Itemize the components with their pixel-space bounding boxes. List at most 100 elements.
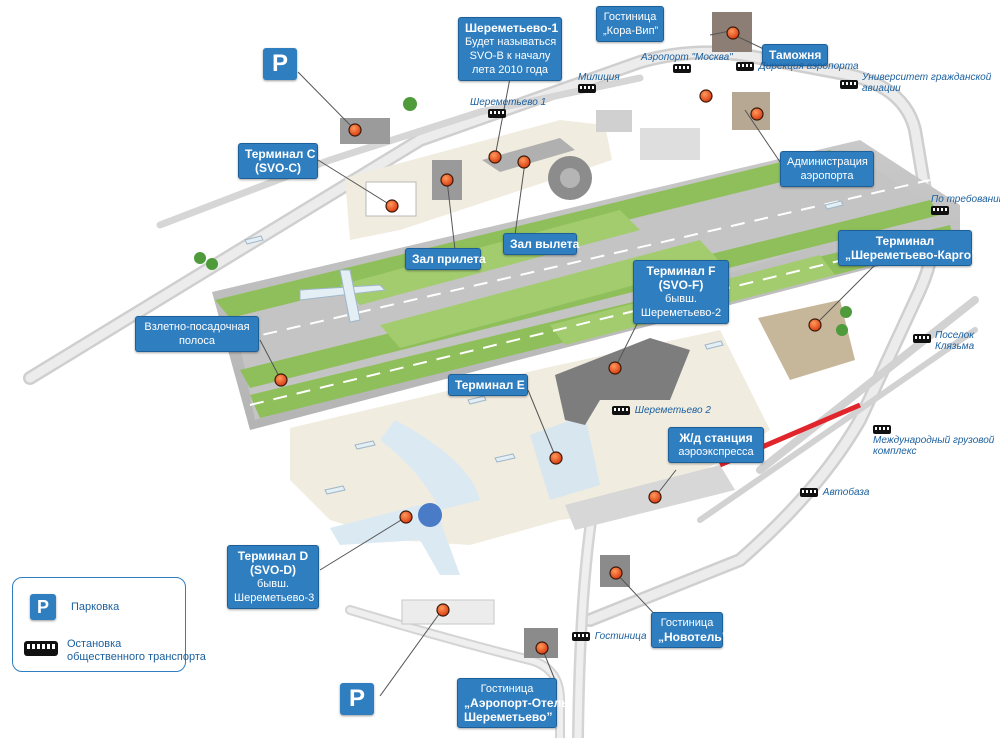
bus-stop-sheremetyevo2[interactable]: Шереметьево 2 <box>612 405 711 416</box>
bus-stop-cargo-complex[interactable]: Международный грузовой комплекс <box>873 424 994 457</box>
bus-stop-autobase[interactable]: Автобаза <box>800 487 869 498</box>
callout-terminal-d-line4: Шереметьево-3 <box>234 592 315 604</box>
callout-sheremetyevo1[interactable]: Шереметьево-1 Будет называться SVO-B к н… <box>458 17 562 81</box>
parking-garage-north <box>340 118 390 144</box>
callout-sheremetyevo1-line4: лета 2010 года <box>472 64 548 76</box>
bus-stop-airport-directorate-label: Дирекция аэропорта <box>758 61 859 72</box>
callout-arrival-hall-title: Зал прилета <box>412 252 486 266</box>
cargo-terminal-building <box>758 300 855 380</box>
location-marker-icon[interactable] <box>348 123 362 137</box>
callout-arrival-hall[interactable]: Зал прилета <box>405 248 486 270</box>
bus-stop-on-request[interactable]: По требованию <box>931 194 1000 216</box>
bus-stop-sheremetyevo1-label: Шереметьево 1 <box>470 97 547 108</box>
location-marker-icon[interactable] <box>440 173 454 187</box>
terminal-f-building <box>555 338 690 425</box>
tree-icon <box>194 97 852 336</box>
bus-icon <box>612 405 630 415</box>
callout-administration-line1: Администрация <box>787 156 868 168</box>
bus-stop-cargo-complex-label1: Международный грузовой <box>873 435 995 446</box>
callout-railway-station-line1: Ж/д станция <box>679 431 753 445</box>
callout-runway[interactable]: Взлетно-посадочная полоса <box>135 316 259 352</box>
bus-stop-airport-moskva[interactable]: Аэропорт "Москва" <box>641 52 733 74</box>
callout-cargo-terminal-line1: Терминал <box>875 234 935 248</box>
location-markers <box>274 26 822 655</box>
bus-stop-on-request-label: По требованию <box>931 194 1000 205</box>
bus-stop-university-label1: Университет гражданской <box>862 72 992 83</box>
terminal-d-building <box>418 503 442 527</box>
bus-stop-university-label2: авиации <box>862 83 901 94</box>
callout-terminal-c-line2: (SVO-C) <box>255 161 301 175</box>
bus-stop-university[interactable]: Университет гражданской авиации <box>840 72 991 94</box>
callout-cargo-terminal[interactable]: Терминал „Шереметьево-Карго” <box>838 230 978 266</box>
bus-icon <box>931 205 949 215</box>
location-marker-icon[interactable] <box>436 603 450 617</box>
callout-novotel-line1: Гостиница <box>660 617 714 629</box>
legend-bus-label-line2: общественного транспорта <box>67 651 206 663</box>
callout-terminal-e[interactable]: Терминал Е <box>448 374 528 396</box>
callout-runway-line1: Взлетно-посадочная <box>144 321 250 333</box>
callout-terminal-f[interactable]: Терминал F (SVO-F) бывш. Шереметьево-2 <box>633 260 729 324</box>
callout-departure-hall[interactable]: Зал вылета <box>503 233 579 255</box>
parking-sign-icon: P <box>340 683 374 715</box>
location-marker-icon[interactable] <box>488 150 502 164</box>
callout-terminal-c[interactable]: Терминал С (SVO-C) <box>238 143 318 179</box>
callout-novotel-line2: „Новотель” <box>658 630 728 644</box>
location-marker-icon[interactable] <box>808 318 822 332</box>
callout-terminal-f-line2: (SVO-F) <box>658 278 704 292</box>
callout-terminal-f-line1: Терминал F <box>646 264 716 278</box>
callout-terminal-d[interactable]: Терминал D (SVO-D) бывш. Шереметьево-3 <box>227 545 319 609</box>
callout-terminal-d-line2: (SVO-D) <box>250 563 296 577</box>
bus-icon <box>800 487 818 497</box>
callout-kora-vip[interactable]: Гостиница „Кора-Вип” <box>596 6 664 42</box>
location-marker-icon[interactable] <box>549 451 563 465</box>
bus-stop-cargo-complex-label2: комплекс <box>873 446 917 457</box>
parking-sign-icon: P <box>263 48 297 80</box>
location-marker-icon[interactable] <box>535 641 549 655</box>
bus-icon <box>578 83 596 93</box>
bus-stop-militsiya[interactable]: Милиция <box>578 72 620 94</box>
bus-stop-sheremetyevo1[interactable]: Шереметьево 1 <box>470 97 546 119</box>
bus-icon <box>488 108 506 118</box>
bus-stop-sheremetyevo2-label: Шереметьево 2 <box>634 405 711 416</box>
callout-terminal-c-line1: Терминал С <box>245 147 316 161</box>
bus-stop-poselok[interactable]: Поселок Клязьма <box>913 330 974 352</box>
bus-icon <box>913 334 931 343</box>
location-marker-icon[interactable] <box>699 89 713 103</box>
parking-sign-icon: P <box>30 594 56 620</box>
location-marker-icon[interactable] <box>274 373 288 387</box>
legend-bus-label-line1: Остановка <box>67 638 122 650</box>
callout-leaders <box>259 29 879 697</box>
callout-administration[interactable]: Администрация аэропорта <box>780 151 874 187</box>
bus-icon <box>24 641 58 656</box>
callout-administration-line2: аэропорта <box>800 170 854 182</box>
bus-stop-autobase-label: Автобаза <box>822 487 870 498</box>
callout-railway-station[interactable]: Ж/д станция аэроэкспресса <box>668 427 764 463</box>
callout-kora-vip-line1: Гостиница <box>603 11 657 23</box>
location-marker-icon[interactable] <box>726 26 740 40</box>
bus-stop-hotel[interactable]: Гостиница <box>572 631 647 642</box>
administration-building <box>732 92 770 130</box>
south-apron <box>290 12 861 658</box>
location-marker-icon[interactable] <box>517 155 531 169</box>
callout-novotel[interactable]: Гостиница „Новотель” <box>651 612 728 648</box>
callout-customs[interactable]: Таможня <box>762 44 828 66</box>
bus-icon <box>873 424 891 434</box>
location-marker-icon[interactable] <box>608 361 622 375</box>
parking-south-building <box>401 599 495 625</box>
callout-sheremetyevo1-line3: SVO-B к началу <box>469 50 551 62</box>
callout-airport-hotel-line1: Гостиница <box>480 683 534 695</box>
callout-cargo-terminal-line2: „Шереметьево-Карго” <box>845 248 978 262</box>
location-marker-icon[interactable] <box>648 490 662 504</box>
bus-icon <box>840 80 858 89</box>
map-legend: P Парковка Остановка общественного транс… <box>12 577 206 672</box>
location-marker-icon[interactable] <box>750 107 764 121</box>
callout-customs-title: Таможня <box>769 48 822 62</box>
bus-stop-airport-directorate[interactable]: Дирекция аэропорта <box>736 61 859 72</box>
callout-sheremetyevo1-title: Шереметьево-1 <box>465 21 559 35</box>
callout-airport-hotel[interactable]: Гостиница „Аэропорт-Отель Шереметьево” <box>457 678 569 728</box>
location-marker-icon[interactable] <box>385 199 399 213</box>
location-marker-icon[interactable] <box>399 510 413 524</box>
bus-stop-airport-moskva-label: Аэропорт "Москва" <box>641 52 733 63</box>
location-marker-icon[interactable] <box>609 566 623 580</box>
bus-stop-poselok-label1: Поселок <box>935 330 974 341</box>
